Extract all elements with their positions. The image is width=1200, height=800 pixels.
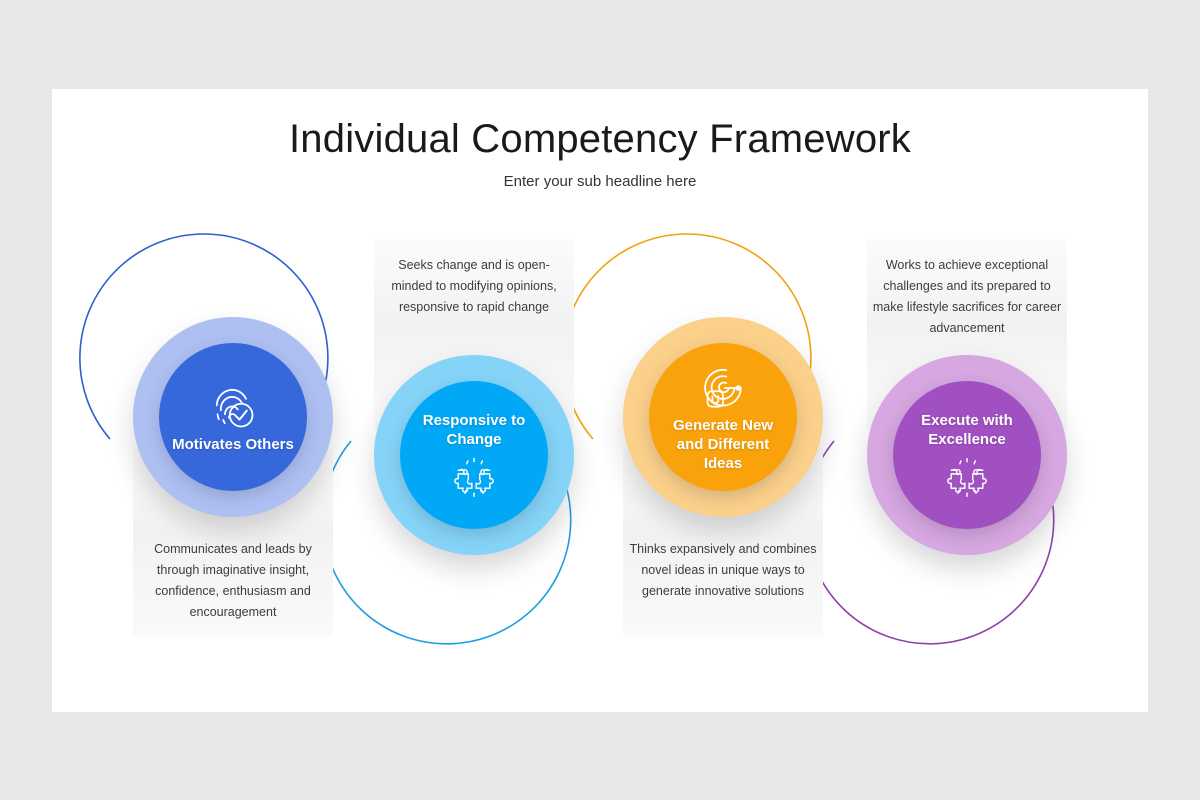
step-3-description: Thinks expansively and combines novel id… — [629, 542, 817, 598]
competency-diagram: Motivates Others Communicates and leads … — [52, 89, 1148, 712]
slide-canvas: Individual Competency Framework Enter yo… — [52, 89, 1148, 712]
step-3-circle[interactable]: Generate New and Different Ideas — [623, 317, 823, 517]
puzzle-pieces-icon — [454, 457, 494, 497]
step-3-core[interactable]: Generate New and Different Ideas — [649, 343, 797, 491]
step-2-circle[interactable]: Responsive to Change — [374, 355, 574, 555]
step-4-circle[interactable]: Execute with Excellence — [867, 355, 1067, 555]
step-4-label: Execute with Excellence — [921, 412, 1013, 448]
step-4-core[interactable]: Execute with Excellence — [893, 381, 1041, 529]
step-1-description: Communicates and leads by through imagin… — [154, 542, 312, 619]
step-1-circle[interactable]: Motivates Others — [133, 317, 333, 517]
target-arrow-icon — [704, 368, 742, 408]
step-3-label: Generate New and Different Ideas — [672, 416, 774, 472]
puzzle-pieces-icon — [947, 457, 987, 497]
step-2-label: Responsive to Change — [422, 412, 526, 448]
page-subtitle: Enter your sub headline here — [503, 173, 697, 190]
step-4-description: Works to achieve exceptional challenges … — [872, 258, 1062, 335]
step-2-core[interactable]: Responsive to Change — [400, 381, 548, 529]
step-1-core[interactable]: Motivates Others — [159, 343, 307, 491]
step-1-label: Motivates Others — [172, 435, 294, 453]
step-2-description: Seeks change and is open-minded to modif… — [391, 258, 557, 314]
fingerprint-check-icon — [215, 388, 254, 427]
page-title: Individual Competency Framework — [288, 117, 911, 161]
